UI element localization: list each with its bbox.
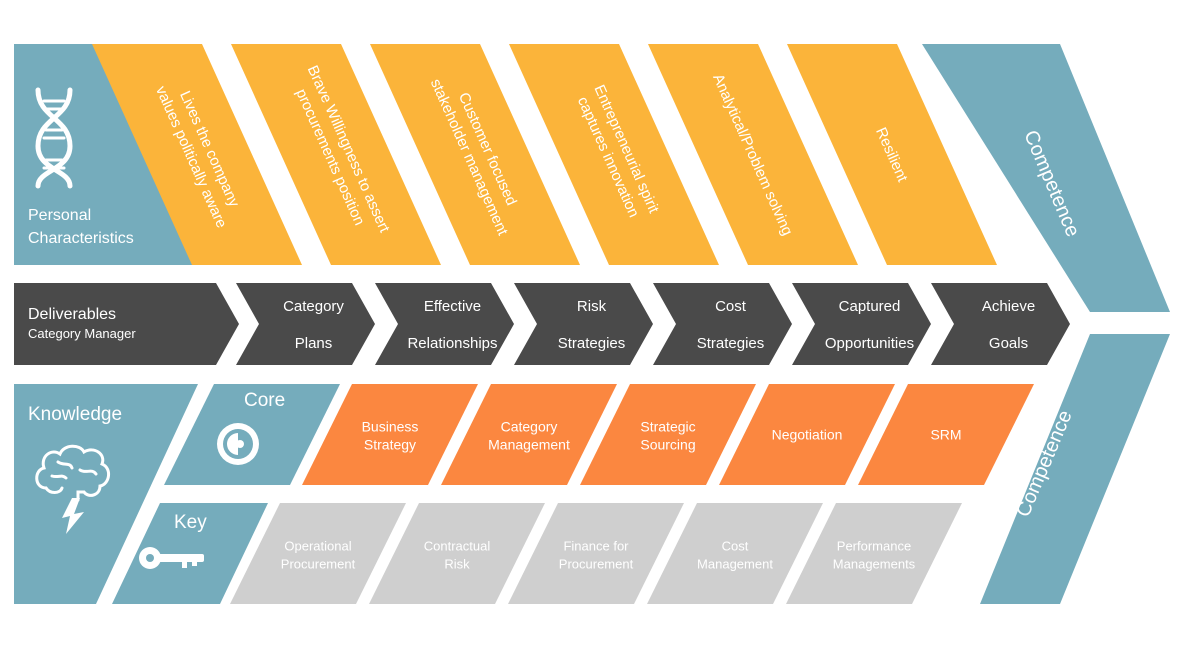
- deliverable-line1: Cost: [715, 298, 747, 315]
- core-knowledge-item: SRM: [858, 384, 1034, 485]
- core-knowledge-item: Negotiation: [719, 384, 895, 485]
- deliverable-line2: Goals: [989, 335, 1028, 352]
- knowledge-title: Knowledge: [28, 404, 122, 425]
- key-knowledge-item-line1: Finance for: [563, 539, 629, 554]
- brain-icon: [35, 444, 110, 534]
- competence-top-panel: [922, 44, 1170, 312]
- key-knowledge-item-line2: Risk: [444, 557, 470, 572]
- deliverable-line1: Category: [283, 298, 344, 315]
- deliverable-line2: Strategies: [558, 335, 626, 352]
- key-knowledge-item-line2: Management: [697, 557, 773, 572]
- key-knowledge-item-line1: Performance: [837, 539, 911, 554]
- deliverable-line1: Risk: [577, 298, 607, 315]
- key-knowledge-panel: [508, 503, 684, 604]
- core-knowledge-item-line2: Strategy: [364, 437, 416, 453]
- knowledge-header-panel: [14, 384, 198, 604]
- deliverable-chevron: [792, 283, 931, 365]
- key-title: Key: [174, 512, 207, 533]
- key-header-panel: [112, 503, 268, 604]
- deliverable-line2: Strategies: [697, 335, 765, 352]
- core-knowledge-panel: [441, 384, 617, 485]
- personal-characteristic-panel: [370, 44, 580, 265]
- personal-characteristic-panel: [231, 44, 441, 265]
- key-knowledge-item-line1: Contractual: [424, 539, 491, 554]
- deliverable-chevron: [931, 283, 1070, 365]
- personal-characteristic-panel: [787, 44, 997, 265]
- deliverable-chevron: [375, 283, 514, 365]
- core-knowledge-item-line1: Negotiation: [772, 427, 843, 443]
- key-knowledge-panel: [786, 503, 962, 604]
- key-knowledge-panel: [369, 503, 545, 604]
- personal-header-panel: [14, 44, 195, 265]
- key-knowledge-item-line1: Operational: [284, 539, 351, 554]
- core-knowledge-panel: [719, 384, 895, 485]
- key-knowledge-item-line2: Procurement: [281, 557, 356, 572]
- personal-characteristics-section: Personal Characteristics Lives the compa…: [14, 44, 997, 265]
- core-title: Core: [244, 390, 285, 411]
- key-knowledge-item-line1: Cost: [722, 539, 749, 554]
- personal-title-line2: Characteristics: [28, 230, 134, 247]
- deliverable-line1: Achieve: [982, 298, 1035, 315]
- key-knowledge-item-line2: Procurement: [559, 557, 634, 572]
- core-knowledge-item-line1: SRM: [930, 427, 961, 443]
- deliverable-line1: Captured: [839, 298, 901, 315]
- personal-title-line1: Personal: [28, 207, 91, 224]
- competence-top-arrow: Competence: [922, 44, 1170, 312]
- deliverable-chevron: [236, 283, 375, 365]
- deliverables-section: Deliverables Category Manager CategoryPl…: [14, 283, 1070, 365]
- deliverables-header-chevron: [14, 283, 239, 365]
- core-icon: [217, 423, 259, 465]
- deliverables-subtitle: Category Manager: [28, 326, 136, 341]
- deliverable-chevron: [653, 283, 792, 365]
- knowledge-section: Knowledge Core BusinessStrategyCategoryM…: [14, 384, 1034, 604]
- key-knowledge-panel: [230, 503, 406, 604]
- key-knowledge-item-line2: Managements: [833, 557, 916, 572]
- deliverables-title: Deliverables: [28, 306, 116, 323]
- core-knowledge-panel: [580, 384, 756, 485]
- key-icon: [139, 547, 204, 569]
- core-knowledge-item-line1: Business: [362, 419, 419, 435]
- key-knowledge-panel: [647, 503, 823, 604]
- core-knowledge-panel: [858, 384, 1034, 485]
- deliverable-line2: Relationships: [407, 335, 497, 352]
- competence-bottom-panel: [980, 334, 1170, 604]
- competence-bottom-arrow: Competence: [980, 334, 1170, 604]
- dna-icon: [35, 87, 73, 189]
- personal-characteristic-panel: [509, 44, 719, 265]
- deliverable-line1: Effective: [424, 298, 481, 315]
- personal-characteristic-item: Analytical/Problem solving: [648, 44, 858, 265]
- core-knowledge-item-line1: Category: [501, 419, 558, 435]
- personal-characteristic-item: Brave Willingness to assertprocurements …: [231, 44, 441, 265]
- personal-characteristic-panel: [92, 44, 302, 265]
- personal-characteristic-panel: [648, 44, 858, 265]
- core-knowledge-item-line2: Management: [488, 437, 570, 453]
- deliverable-line2: Plans: [295, 335, 333, 352]
- personal-characteristic-item: Resilient: [787, 44, 997, 265]
- core-knowledge-item-line2: Sourcing: [640, 437, 695, 453]
- deliverable-line2: Opportunities: [825, 335, 914, 352]
- deliverable-chevron: [514, 283, 653, 365]
- core-knowledge-panel: [302, 384, 478, 485]
- core-knowledge-item-line1: Strategic: [640, 419, 695, 435]
